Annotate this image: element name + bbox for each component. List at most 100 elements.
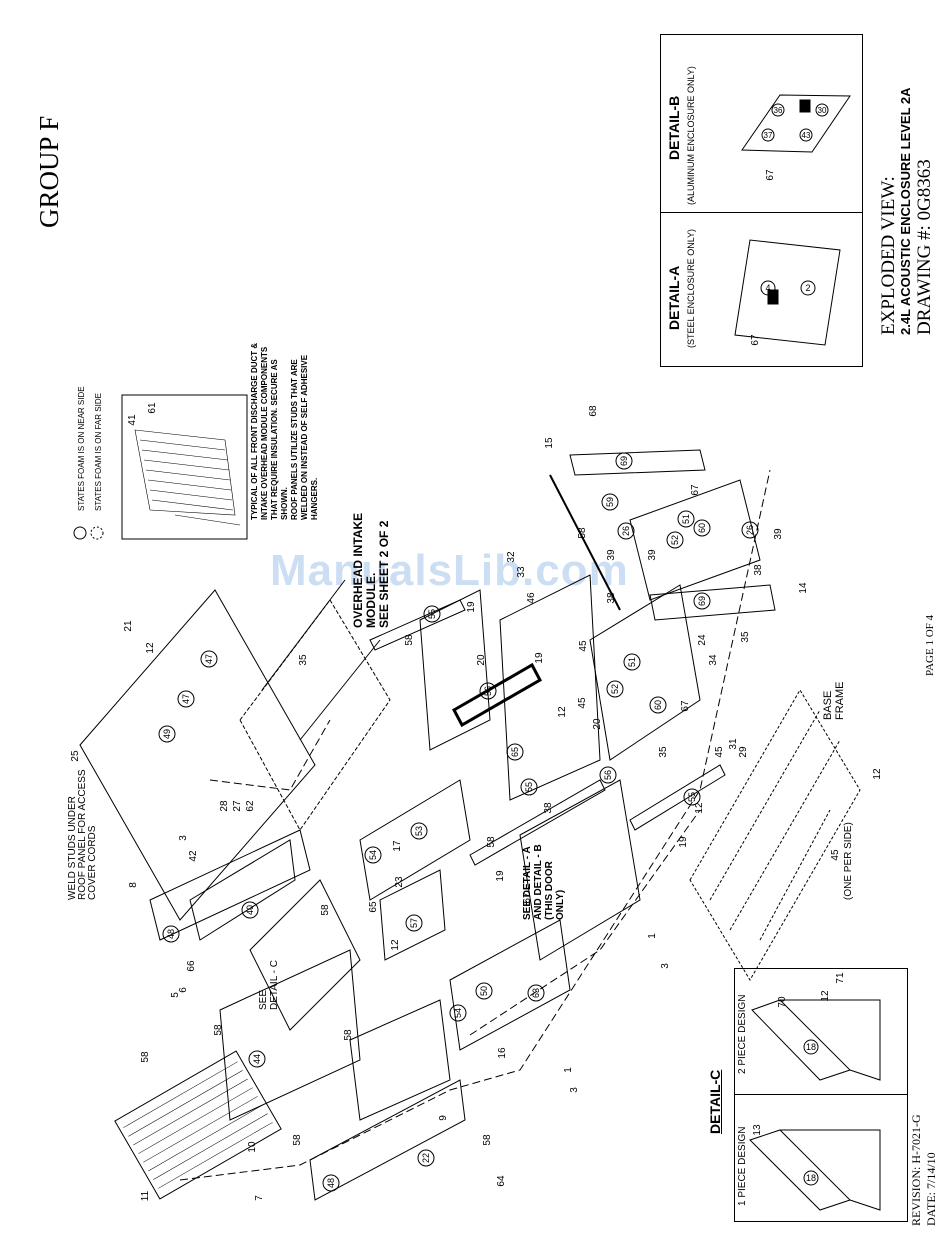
callout-text: 38: [753, 564, 764, 576]
callout-text: 67: [680, 700, 691, 712]
callout-text: 35: [298, 654, 309, 666]
svg-text:18: 18: [806, 1042, 816, 1052]
callout-text: 55: [427, 609, 437, 619]
callout-text: 9: [438, 1115, 449, 1121]
callout-text: 47: [204, 654, 214, 664]
detail-c-two-piece: [751, 999, 851, 1081]
insulation-hatch: [134, 429, 241, 526]
callout-55: [520, 778, 538, 796]
callout-text: 12: [872, 768, 883, 780]
callout-circles: 4 2 18 18 36 30 37 43: [158, 106, 827, 1192]
callout-text: 52: [670, 535, 680, 545]
callout-text: 58: [213, 1024, 224, 1036]
callout-text: 52: [610, 684, 620, 694]
callout-text: 71: [835, 972, 846, 984]
callout-text: 27: [232, 800, 243, 812]
near-side-symbol: [73, 526, 87, 540]
callout-text: 45: [578, 640, 589, 652]
callout-text: 33: [516, 566, 527, 578]
callout-57: [405, 914, 423, 932]
callout-text: 12: [145, 642, 156, 654]
callout-50: [475, 982, 493, 1000]
callout-65: [506, 743, 524, 761]
panel-63: [449, 919, 571, 1051]
insulation-detail-box: [121, 394, 248, 540]
callout-text: 50: [479, 986, 489, 996]
callout-43: 43: [802, 131, 811, 140]
callout-text: 19: [534, 652, 545, 664]
callout-text: 58: [343, 1029, 354, 1041]
callout-text: 58: [577, 527, 588, 539]
callout-text: 15: [544, 437, 555, 449]
callout-text: 59: [605, 497, 615, 507]
callout-text: 34: [708, 654, 719, 666]
callout-56: [599, 766, 617, 784]
callout-text: 32: [506, 551, 517, 563]
callout-54: [449, 1004, 467, 1022]
callout-text: 24: [697, 634, 708, 646]
callout-text: 19: [495, 870, 506, 882]
callout-4: 4: [765, 283, 770, 293]
callout-text: 16: [497, 1047, 508, 1059]
door-panel-lower: [519, 779, 641, 961]
rail-55: [469, 779, 606, 866]
callout-2: 2: [805, 283, 810, 293]
callout-text: 13: [752, 1124, 763, 1136]
callout-text: 17: [392, 840, 403, 852]
callout-text: 35: [658, 746, 669, 758]
watermark: ManualsLib.com: [270, 546, 629, 595]
callout-text: 29: [738, 746, 749, 758]
callout-text: 46: [526, 592, 537, 604]
detail-c-divider: [734, 1094, 908, 1095]
callout-53: [410, 822, 428, 840]
callout-60: [649, 696, 667, 714]
callout-51: [623, 653, 641, 671]
callout-52: [666, 531, 684, 549]
callout-26: [617, 522, 635, 540]
callout-text: 8: [128, 882, 139, 888]
callout-text: 60: [653, 700, 663, 710]
callout-37: 37: [764, 131, 773, 140]
callout-55: [423, 605, 441, 623]
callout-text: 12: [390, 939, 401, 951]
callout-text: 69: [619, 456, 629, 466]
callout-text: 19: [466, 601, 477, 613]
callout-59: [601, 493, 619, 511]
rail-19-upper: [419, 589, 491, 751]
callout-text: 47: [181, 694, 191, 704]
svg-text:2: 2: [805, 283, 810, 293]
callout-text: 45: [577, 697, 588, 709]
callout-text: 25: [70, 750, 81, 762]
callout-text: 45: [714, 746, 725, 758]
callout-text: 51: [681, 514, 691, 524]
callout-text: 65: [510, 747, 520, 757]
callout-text: 65: [368, 901, 379, 913]
callout-18-a: 18: [806, 1173, 816, 1183]
rail-19-mid: [499, 574, 601, 801]
callout-text: 58: [292, 1134, 303, 1146]
callout-text: 69: [697, 596, 707, 606]
intake-module: [239, 599, 391, 831]
callout-text: 3: [178, 835, 189, 841]
callout-text: 58: [320, 904, 331, 916]
callout-text: 3: [660, 963, 671, 969]
callout-text: 7: [254, 1195, 265, 1201]
callout-text: 23: [394, 876, 405, 888]
callout-22: [417, 1149, 435, 1167]
callout-56: [479, 682, 497, 700]
callout-text: 12: [694, 802, 705, 814]
grille-hatch: [123, 1061, 273, 1189]
side-panel-7: [309, 1079, 466, 1201]
callout-30: 30: [818, 106, 827, 115]
callout-51: [677, 510, 695, 528]
callout-text: 21: [123, 620, 134, 632]
callout-text: 45: [830, 849, 841, 861]
svg-text:18: 18: [806, 1173, 816, 1183]
callout-text: 1: [647, 933, 658, 939]
callout-text: 10: [247, 1141, 258, 1153]
callout-text: 56: [603, 770, 613, 780]
door-panel-upper: [589, 584, 701, 761]
callout-text: 35: [740, 631, 751, 643]
detail-b-panel: [741, 94, 851, 153]
